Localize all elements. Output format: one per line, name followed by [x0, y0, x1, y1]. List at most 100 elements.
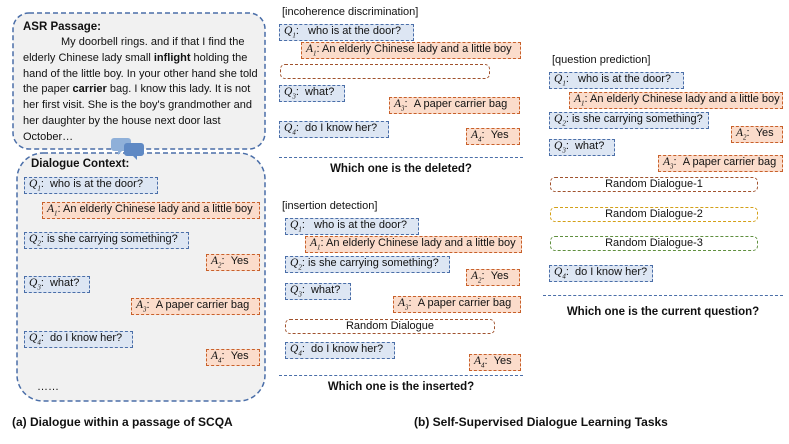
answer-3-box: A3: A paper carrier bag: [389, 97, 520, 114]
question-1-box: Q1: who is at the door?: [285, 218, 419, 235]
utterance-text: An elderly Chinese lady and a little boy: [322, 43, 512, 55]
asr-text-part: holding the hand of the little boy. In y…: [23, 51, 258, 96]
utterance-text: is she carrying something?: [571, 113, 703, 125]
question-label: Q1: [290, 219, 302, 234]
random-dialogue-box: Random Dialogue: [285, 319, 495, 334]
utterance-text: who is at the door?: [314, 219, 407, 231]
separator-line: [543, 295, 783, 296]
speech-bubbles-icon: [111, 138, 144, 160]
answer-label: A1: [574, 93, 585, 108]
answer-3-box: A3: A paper carrier bag: [393, 296, 521, 313]
asr-text-part: My doorbell rings. and if that I find th…: [23, 36, 245, 64]
insertion-question: Which one is the inserted?: [327, 381, 475, 393]
question-1-box: Q1: who is at the door?: [24, 177, 158, 194]
answer-label: A2: [471, 270, 482, 285]
dialogue-context-title: Dialogue Context:: [31, 158, 130, 170]
answer-2-box: A2: Yes: [731, 126, 783, 143]
answer-3-box: A3: A paper carrier bag: [131, 298, 260, 315]
answer-3-box: A3: A paper carrier bag: [658, 155, 783, 172]
utterance-text: A paper carrier bag: [417, 297, 512, 309]
incoherence-title: [incoherence discrimination]: [282, 6, 419, 18]
asr-error-word: carrier: [72, 83, 107, 96]
utterance-text: Yes: [490, 270, 509, 282]
question-label: Q1: [284, 25, 296, 40]
utterance-text: An elderly Chinese lady and a little boy: [326, 237, 516, 249]
question-2-box: Q2: is she carrying something?: [24, 232, 189, 249]
utterance-text: who is at the door?: [308, 25, 401, 37]
utterance-text: Yes: [755, 127, 774, 139]
deleted-utterance-slot: [280, 64, 490, 79]
utterance-text: An elderly Chinese lady and a little boy: [590, 93, 780, 105]
random-dialogue-2-box: Random Dialogue-2: [550, 207, 758, 222]
question-1-box: Q1: who is at the door?: [549, 72, 684, 89]
answer-label: A1: [47, 203, 58, 218]
utterance-text: do I know her?: [49, 332, 123, 344]
answer-label: A4: [471, 129, 482, 144]
question-4-box: Q4: do I know her?: [24, 331, 133, 348]
question-label: Q4: [29, 332, 41, 347]
answer-label: A1: [310, 237, 321, 252]
answer-label: A2: [211, 255, 222, 270]
answer-2-box: A2: Yes: [206, 254, 260, 271]
answer-label: A4: [211, 350, 222, 365]
random-dialogue-1-box: Random Dialogue-1: [550, 177, 758, 192]
utterance-text: Yes: [490, 129, 509, 141]
incoherence-question: Which one is the deleted?: [330, 163, 472, 175]
asr-passage-text: My doorbell rings. and if that I find th…: [23, 35, 261, 146]
asr-passage-title: ASR Passage:: [23, 21, 101, 33]
prediction-title: [question prediction]: [552, 54, 651, 66]
question-3-box: Q3: what?: [285, 283, 351, 300]
asr-error-word: inflight: [153, 51, 191, 64]
random-dialogue-3-box: Random Dialogue-3: [550, 236, 758, 251]
caption-b: (b) Self-Supervised Dialogue Learning Ta…: [414, 415, 668, 429]
utterance-text: what?: [310, 284, 341, 296]
utterance-text: Yes: [230, 350, 249, 362]
utterance-text: do I know her?: [304, 122, 378, 134]
utterance-text: Yes: [230, 255, 249, 267]
answer-1-box: A1: An elderly Chinese lady and a little…: [42, 202, 260, 219]
question-label: Q4: [554, 266, 566, 281]
utterance-text: do I know her?: [574, 266, 648, 278]
utterance-text: A paper carrier bag: [682, 156, 777, 168]
ellipsis: ……: [37, 381, 59, 393]
question-3-box: Q3: what?: [24, 276, 90, 293]
answer-label: A3: [394, 98, 405, 113]
question-label: Q1: [29, 178, 41, 193]
answer-4-box: A4: Yes: [206, 349, 260, 366]
utterance-text: who is at the door?: [49, 178, 143, 190]
question-3-box: Q3: what?: [279, 85, 345, 102]
utterance-text: is she carrying something?: [46, 233, 178, 245]
utterance-text: what?: [304, 86, 335, 98]
question-label: Q4: [284, 122, 296, 137]
question-2-box: Q2: is she carrying something?: [285, 256, 450, 273]
caption-a: (a) Dialogue within a passage of SCQA: [12, 415, 233, 429]
utterance-text: A paper carrier bag: [413, 98, 508, 110]
question-label: Q2: [29, 233, 41, 248]
utterance-text: An elderly Chinese lady and a little boy: [63, 203, 253, 215]
answer-4-box: A4: Yes: [469, 354, 521, 371]
question-3-box: Q3: what?: [549, 139, 615, 156]
answer-1-box: A1: An elderly Chinese lady and a little…: [301, 42, 521, 59]
utterance-text: A paper carrier bag: [155, 299, 250, 311]
answer-label: A3: [663, 156, 674, 171]
utterance-text: what?: [574, 140, 605, 152]
question-label: Q3: [284, 86, 296, 101]
question-2-box: Q2: is she carrying something?: [549, 112, 709, 129]
question-label: Q1: [554, 73, 566, 88]
answer-label: A3: [398, 297, 409, 312]
question-label: Q3: [29, 277, 41, 292]
question-label: Q2: [554, 113, 566, 128]
question-4-box: Q4: do I know her?: [279, 121, 389, 138]
answer-label: A3: [136, 299, 147, 314]
prediction-question: Which one is the current question?: [566, 306, 760, 318]
separator-line: [279, 157, 523, 158]
answer-label: A1: [306, 43, 317, 58]
question-1-box: Q1: who is at the door?: [279, 24, 414, 41]
question-label: Q3: [290, 284, 302, 299]
answer-2-box: A2: Yes: [466, 269, 520, 286]
answer-1-box: A1: An elderly Chinese lady and a little…: [305, 236, 522, 253]
answer-label: A2: [736, 127, 747, 142]
question-label: Q4: [290, 343, 302, 358]
utterance-text: who is at the door?: [578, 73, 671, 85]
utterance-text: is she carrying something?: [307, 257, 439, 269]
